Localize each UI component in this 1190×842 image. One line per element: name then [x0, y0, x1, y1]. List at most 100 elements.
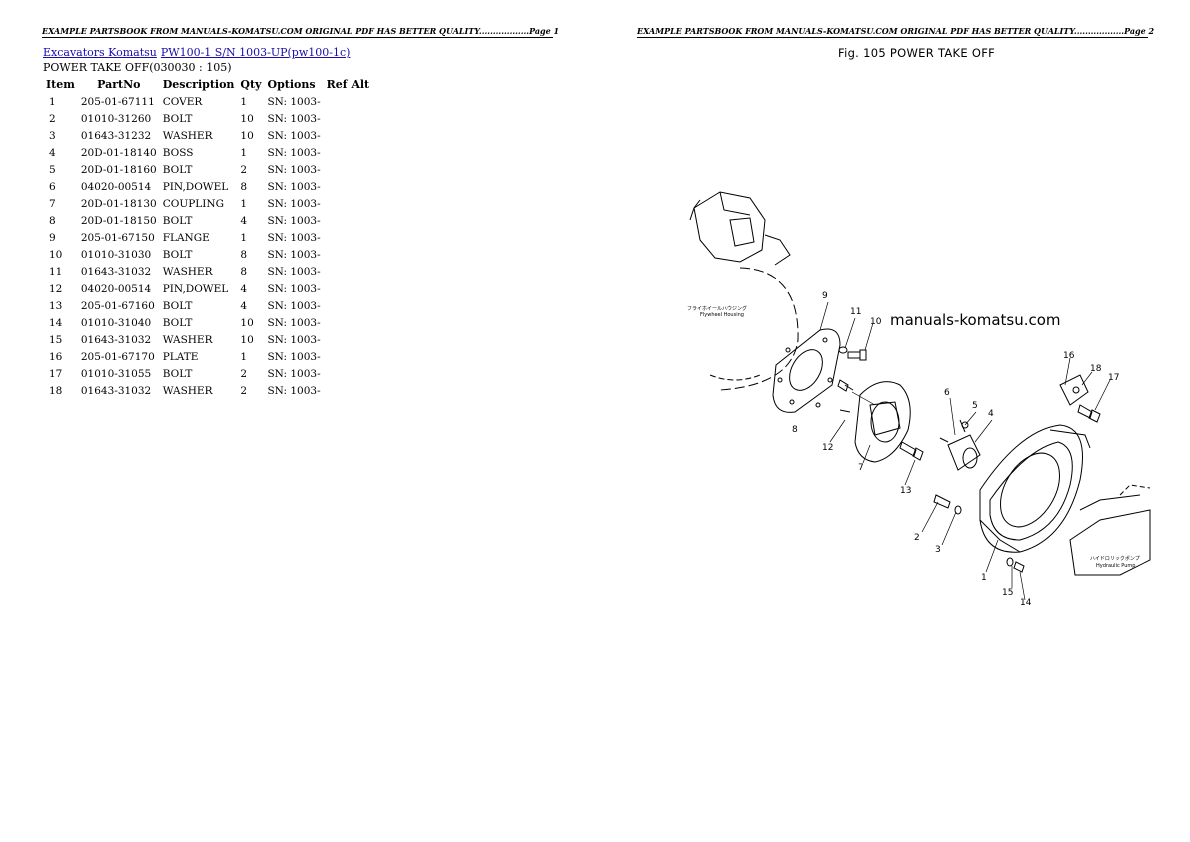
cell-options: SN: 1003- [267, 180, 321, 193]
cell-options: SN: 1003- [267, 214, 321, 227]
cell-qty: 1 [240, 95, 248, 108]
callout-3: 3 [935, 545, 941, 555]
cell-options: SN: 1003- [267, 316, 321, 329]
cell-item: 14 [49, 316, 63, 329]
coupling-7-drawing [837, 379, 911, 463]
cell-qty: 1 [240, 350, 248, 363]
cell-item: 8 [49, 214, 56, 227]
cell-qty: 10 [240, 333, 254, 346]
cell-qty: 1 [240, 231, 248, 244]
boss-4-drawing [939, 419, 981, 471]
cell-options: SN: 1003- [267, 95, 321, 108]
page-header-right: EXAMPLE PARTSBOOK FROM MANUALS-KOMATSU.C… [637, 26, 1155, 38]
cell-item: 13 [49, 299, 63, 312]
cell-options: SN: 1003- [267, 129, 321, 142]
watermark: manuals-komatsu.com [890, 311, 1061, 329]
cell-item: 18 [49, 384, 63, 397]
cell-refalt [324, 229, 373, 246]
table-header-row: Item PartNo Description Qty Options Ref … [43, 76, 372, 93]
cell-item: 6 [49, 180, 56, 193]
cell-item: 1 [49, 95, 56, 108]
cell-options: SN: 1003- [267, 112, 321, 125]
cell-description: BOLT [162, 367, 193, 380]
cell-item: 16 [49, 350, 63, 363]
table-row: 18 01643-31032 WASHER 2 SN: 1003- [43, 382, 372, 399]
pump-label: Hydraulic Pump [1096, 563, 1135, 569]
cell-qty: 2 [240, 384, 248, 397]
cell-qty: 1 [240, 197, 248, 210]
cell-refalt [324, 314, 373, 331]
callout-11: 11 [850, 307, 861, 317]
cell-refalt [324, 382, 373, 399]
cell-qty: 4 [240, 214, 248, 227]
cell-qty: 8 [240, 265, 248, 278]
cell-item: 7 [49, 197, 56, 210]
cell-partno: 04020-00514 [80, 180, 152, 193]
cell-refalt [324, 93, 373, 110]
cell-description: BOLT [162, 316, 193, 329]
cell-options: SN: 1003- [267, 231, 321, 244]
cell-description: PLATE [162, 350, 199, 363]
table-row: 14 01010-31040 BOLT 10 SN: 1003- [43, 314, 372, 331]
cell-partno: 01643-31032 [80, 265, 152, 278]
callout-12: 12 [822, 443, 833, 453]
cell-description: WASHER [162, 384, 213, 397]
cell-refalt [324, 297, 373, 314]
figure-title: Fig. 105 POWER TAKE OFF [838, 46, 996, 60]
cell-partno: 01010-31040 [80, 316, 152, 329]
cell-options: SN: 1003- [267, 384, 321, 397]
callout-2: 2 [914, 533, 920, 543]
bolt-10-drawing [838, 346, 867, 361]
cell-refalt [324, 195, 373, 212]
cell-description: FLANGE [162, 231, 210, 244]
cell-description: WASHER [162, 129, 213, 142]
callout-leaders [819, 301, 1111, 601]
cell-refalt [324, 110, 373, 127]
callout-18: 18 [1090, 364, 1102, 374]
cell-options: SN: 1003- [267, 265, 321, 278]
column-header-item: Item [46, 78, 75, 91]
breadcrumb-link-excavators[interactable]: Excavators Komatsu [43, 46, 157, 59]
cell-partno: 205-01-67170 [80, 350, 155, 363]
cell-options: SN: 1003- [267, 163, 321, 176]
cell-description: BOSS [162, 146, 194, 159]
cell-refalt [324, 331, 373, 348]
cell-partno: 04020-00514 [80, 282, 152, 295]
cell-qty: 10 [240, 129, 254, 142]
column-header-partno: PartNo [97, 78, 141, 91]
flywheel-housing-drawing [689, 191, 799, 391]
cell-description: COUPLING [162, 197, 224, 210]
bolt-2-drawing [933, 494, 962, 515]
cell-partno: 01643-31032 [80, 384, 152, 397]
cell-options: SN: 1003- [267, 146, 321, 159]
flange-9-drawing [772, 328, 841, 413]
callout-13: 13 [900, 486, 911, 496]
cell-refalt [324, 178, 373, 195]
callout-7: 7 [858, 463, 864, 473]
cell-options: SN: 1003- [267, 299, 321, 312]
cell-partno: 20D-01-18130 [80, 197, 157, 210]
breadcrumb-link-model[interactable]: PW100-1 S/N 1003-UP(pw100-1c) [160, 46, 351, 59]
cell-refalt [324, 161, 373, 178]
cell-qty: 4 [240, 299, 248, 312]
cell-item: 17 [49, 367, 63, 380]
cell-description: BOLT [162, 163, 193, 176]
cell-partno: 01010-31055 [80, 367, 152, 380]
cell-item: 12 [49, 282, 63, 295]
callout-14: 14 [1020, 598, 1032, 608]
cell-partno: 205-01-67111 [80, 95, 155, 108]
cell-description: WASHER [162, 333, 213, 346]
cell-partno: 20D-01-18150 [80, 214, 157, 227]
cell-qty: 10 [240, 316, 254, 329]
cell-refalt [324, 348, 373, 365]
cell-refalt [324, 280, 373, 297]
callout-16: 16 [1063, 351, 1075, 361]
cell-partno: 01643-31232 [80, 129, 152, 142]
